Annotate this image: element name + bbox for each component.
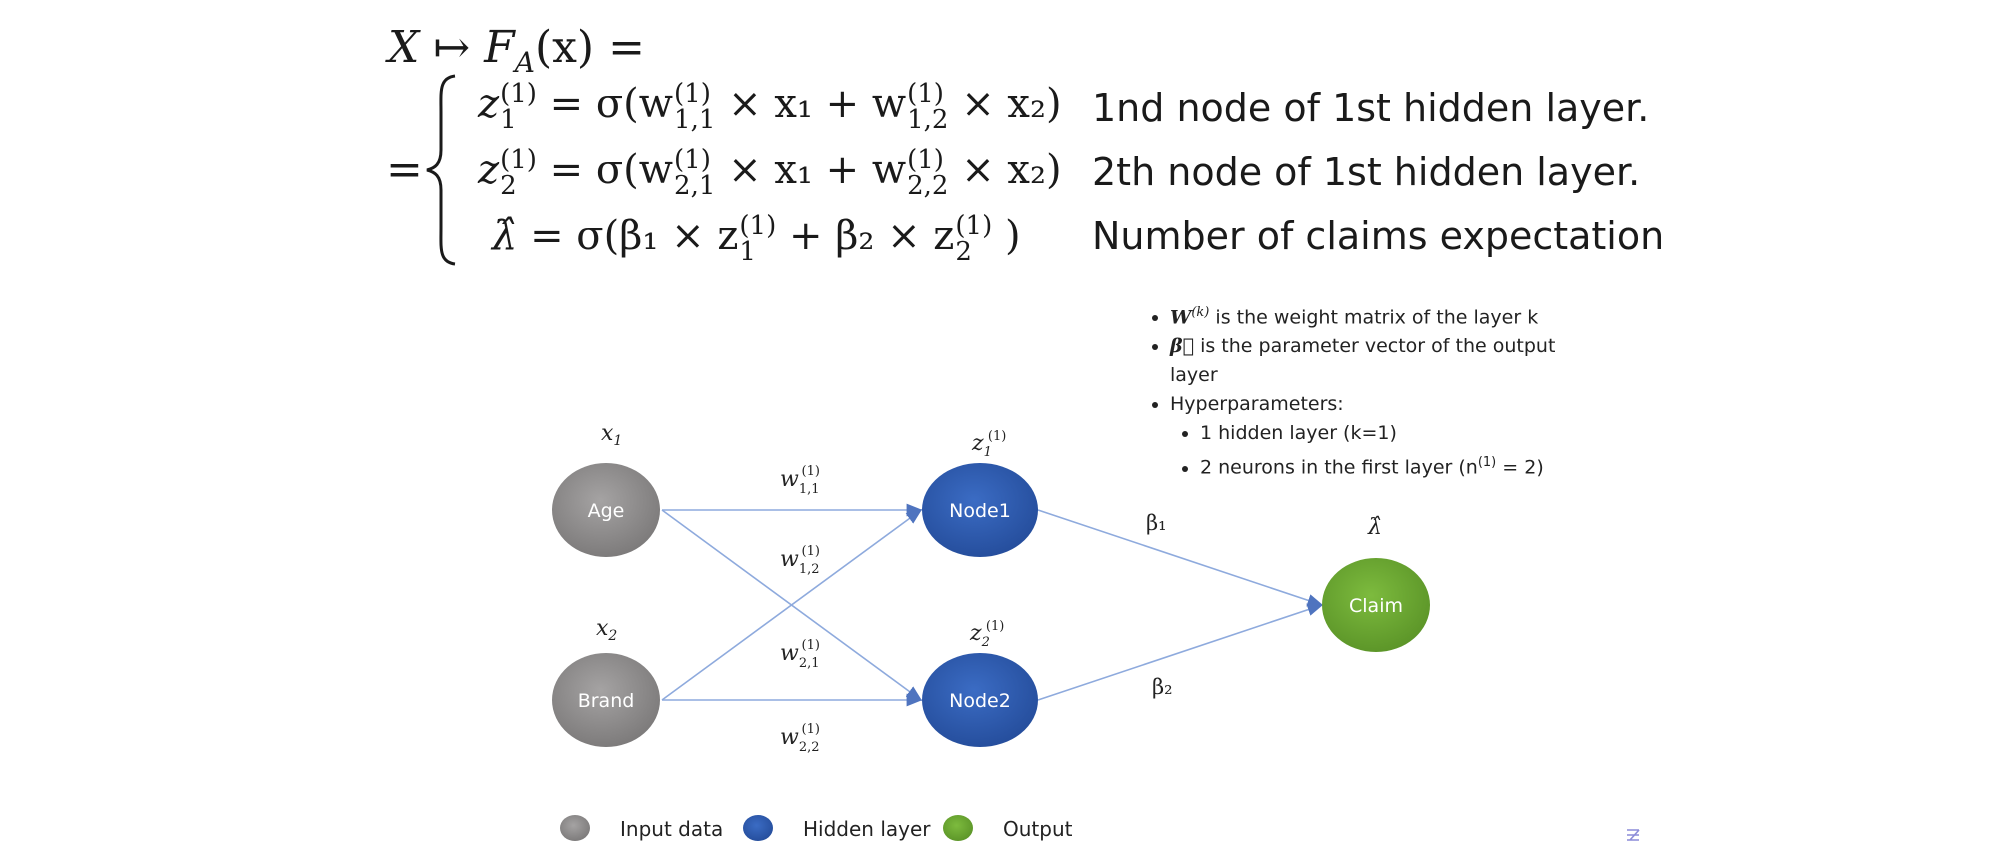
node-age-label: Age bbox=[588, 500, 625, 522]
legend-output-label: Output bbox=[1003, 817, 1073, 841]
label-z2: z2(1) bbox=[969, 619, 1004, 650]
edges bbox=[661, 503, 1324, 707]
node-claim-label: Claim bbox=[1349, 595, 1403, 617]
legend-input-label: Input data bbox=[620, 817, 723, 841]
equation-row-2: z(1)2 = σ(w(1)2,1 × x₁ + w(1)2,2 × x₂) bbox=[478, 140, 1062, 200]
navigation-icon[interactable] bbox=[1624, 826, 1644, 844]
node-node1: Node1 bbox=[922, 463, 1038, 557]
eq2-lhs-sub: 2 bbox=[500, 171, 517, 201]
edge-label-beta2: β₂ bbox=[1152, 675, 1173, 699]
eq1-lhs: z bbox=[478, 81, 500, 127]
eq3-rhs-open: = σ(β₁ × z bbox=[530, 213, 739, 259]
legend-hidden-label: Hidden layer bbox=[803, 817, 931, 841]
eq2-description: 2th node of 1st hidden layer. bbox=[1092, 150, 1641, 194]
eq1-w2-sup: (1) bbox=[907, 79, 944, 109]
formula-head-tail: (x) = bbox=[534, 22, 645, 73]
eq3-z1-sup: (1) bbox=[739, 211, 777, 241]
eq2-lhs-sup: (1) bbox=[500, 145, 537, 175]
equation-row-1: z(1)1 = σ(w(1)1,1 × x₁ + w(1)1,2 × x₂) bbox=[478, 74, 1062, 134]
notes-list: W(k) is the weight matrix of the layer k… bbox=[1150, 298, 1560, 483]
edge-label-w22: w2,2(1) bbox=[780, 722, 820, 755]
note-weight-symbol: W bbox=[1170, 306, 1192, 329]
note-hyper-text: Hyperparameters: bbox=[1170, 393, 1344, 416]
edge-label-beta1: β₁ bbox=[1146, 511, 1167, 535]
node-age: Age bbox=[552, 463, 660, 557]
edge-brand-node1 bbox=[661, 509, 923, 701]
note-sub1-text: 1 hidden layer (k=1) bbox=[1200, 422, 1397, 445]
left-brace bbox=[426, 74, 456, 266]
note-hidden-layer-count: 1 hidden layer (k=1) bbox=[1200, 419, 1560, 448]
node-brand: Brand bbox=[552, 653, 660, 747]
note-parameter-vector: β⃗ is the parameter vector of the output… bbox=[1170, 332, 1560, 390]
note-beta-symbol: β⃗ bbox=[1170, 335, 1195, 358]
legend-hidden-swatch bbox=[743, 815, 773, 841]
label-z1: z1(1) bbox=[971, 429, 1006, 460]
note-sub2-text-a: 2 neurons in the first layer (n bbox=[1200, 456, 1478, 479]
eq2-w2-sub: 2,2 bbox=[907, 171, 949, 201]
eq1-w2-sub: 1,2 bbox=[907, 105, 949, 135]
eq2-w1-sup: (1) bbox=[674, 145, 711, 175]
legend-input-swatch bbox=[560, 815, 590, 841]
formula-head-text: X ↦ F bbox=[388, 22, 515, 73]
note-beta-text: is the parameter vector of the output la… bbox=[1170, 335, 1556, 387]
edge-label-w11: w1,1(1) bbox=[780, 464, 820, 497]
edge-label-w12: w1,2(1) bbox=[780, 544, 820, 577]
eq3-z2-sup: (1) bbox=[955, 211, 993, 241]
node-node2-label: Node2 bbox=[949, 690, 1011, 712]
edge-node1-claim bbox=[1037, 509, 1324, 607]
eq3-description: Number of claims expectation bbox=[1092, 214, 1665, 258]
note-hyperparameters: Hyperparameters: 1 hidden layer (k=1) 2 … bbox=[1170, 390, 1560, 482]
formula-head: X ↦ FA(x) = bbox=[388, 18, 645, 93]
eq1-rhs-open: = σ(w bbox=[549, 81, 674, 127]
eq1-w1-sup: (1) bbox=[674, 79, 711, 109]
eq3-z2-sub: 2 bbox=[955, 237, 972, 267]
note-sub2-text-b: = 2) bbox=[1496, 456, 1544, 479]
legend-output-swatch bbox=[943, 815, 973, 841]
edge-node2-claim bbox=[1037, 603, 1324, 701]
equation-row-3: λ̂ = σ(β₁ × z(1)1 + β₂ × z(1)2 ) bbox=[492, 206, 1021, 266]
eq3-tail: ) bbox=[1004, 213, 1021, 259]
eq1-w1-sub: 1,1 bbox=[674, 105, 716, 135]
label-x2: x2 bbox=[596, 616, 617, 644]
eq3-mid: + β₂ × z bbox=[788, 213, 955, 259]
eq2-rhs-open: = σ(w bbox=[549, 147, 674, 193]
node-node1-label: Node1 bbox=[949, 500, 1011, 522]
eq2-tail: × x₂) bbox=[961, 147, 1062, 193]
legend: Input data Hidden layer Output bbox=[560, 815, 1073, 841]
eq2-w1-sub: 2,1 bbox=[674, 171, 716, 201]
note-weight-matrix: W(k) is the weight matrix of the layer k bbox=[1170, 298, 1560, 332]
eq3-lhs: λ̂ bbox=[492, 213, 518, 259]
edge-label-w21: w2,1(1) bbox=[780, 638, 820, 671]
note-weight-text: is the weight matrix of the layer k bbox=[1209, 306, 1539, 329]
node-brand-label: Brand bbox=[578, 690, 635, 712]
formula-head-subscript: A bbox=[514, 45, 535, 79]
node-node2: Node2 bbox=[922, 653, 1038, 747]
eq1-lhs-sup: (1) bbox=[500, 79, 537, 109]
note-neuron-count: 2 neurons in the first layer (n(1) = 2) bbox=[1200, 448, 1560, 482]
eq3-z1-sub: 1 bbox=[739, 237, 756, 267]
eq1-lhs-sub: 1 bbox=[500, 105, 517, 135]
formula-prefix: = bbox=[386, 144, 423, 195]
eq2-mid: × x₁ + w bbox=[728, 147, 907, 193]
label-lambda-hat: λ̂ bbox=[1367, 515, 1382, 540]
label-x1: x1 bbox=[601, 421, 622, 449]
note-weight-sup: (k) bbox=[1191, 305, 1210, 320]
eq1-tail: × x₂) bbox=[961, 81, 1062, 127]
node-claim: Claim bbox=[1322, 558, 1430, 652]
note-sub2-sup: (1) bbox=[1477, 455, 1497, 471]
eq1-description: 1nd node of 1st hidden layer. bbox=[1092, 86, 1650, 130]
eq2-w2-sup: (1) bbox=[907, 145, 944, 175]
eq2-lhs: z bbox=[478, 147, 500, 193]
eq1-mid: × x₁ + w bbox=[728, 81, 907, 127]
